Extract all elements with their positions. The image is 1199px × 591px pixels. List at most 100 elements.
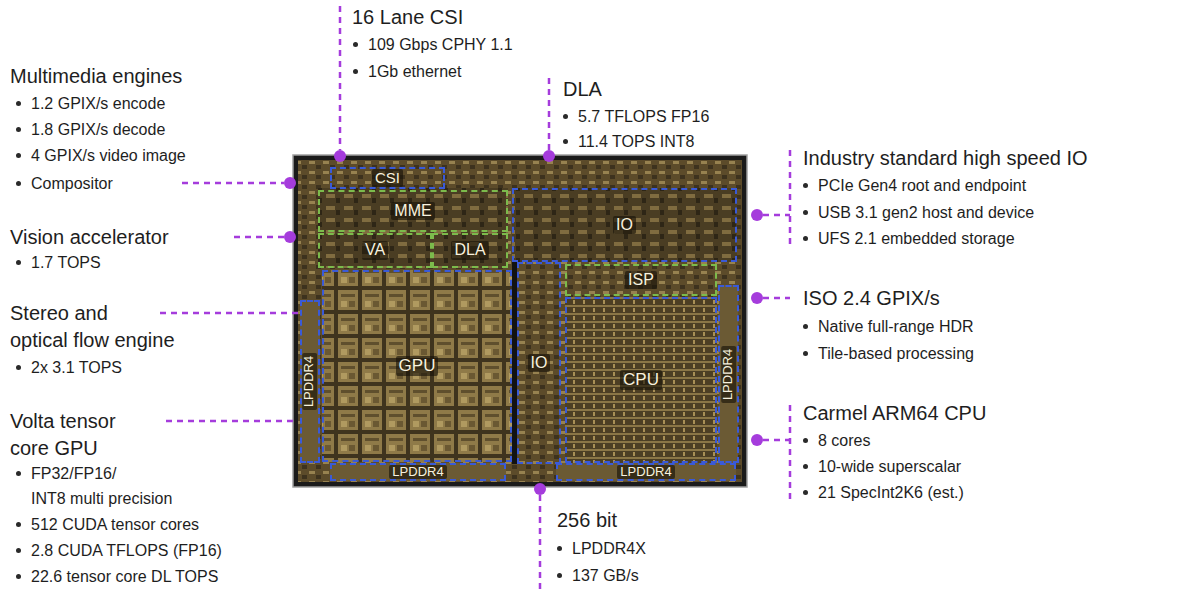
memory-phy (300, 300, 320, 463)
region-label: MME (391, 202, 434, 220)
bullet-dot (353, 69, 358, 74)
gpu-array (322, 270, 512, 462)
die-region: DLA (432, 233, 508, 268)
region-label: CPU (620, 370, 662, 390)
die-region: MME (318, 190, 508, 232)
bullet-dot (803, 351, 808, 356)
region-label: ISP (625, 271, 657, 289)
leader-line (763, 297, 790, 300)
region-label: LPDDR4 (303, 353, 318, 410)
bullet-text: LPDDR4X (572, 536, 646, 561)
bullet-text: FP32/FP16/ INT8 multi precision (31, 461, 172, 511)
die-region: LPDDR4 (556, 463, 736, 482)
callout-heading: Carmel ARM64 CPU (803, 400, 986, 427)
leader-lines (160, 6, 790, 591)
leader-line (160, 312, 298, 315)
bullet-text: 21 SpecInt2K6 (est.) (818, 480, 964, 505)
bullet-text: 1.7 TOPS (31, 250, 101, 275)
memory-phy (719, 285, 738, 463)
bullet-text: 2x 3.1 TOPS (31, 355, 122, 380)
region-label: LPDDR4 (389, 465, 446, 480)
region-label: LPDDR4 (617, 465, 674, 480)
bullet-dot (557, 573, 562, 578)
bullet-text: PCIe Gen4 root and endpoint (818, 173, 1026, 198)
die-frame (293, 155, 747, 487)
callout-heading: Stereo and optical flow engine (10, 300, 175, 354)
leader-dot (284, 177, 296, 189)
callout-heading: ISO 2.4 GPIX/s (803, 285, 940, 312)
bullet-dot (803, 324, 808, 329)
bullet-dot (16, 522, 21, 527)
bullet-dot (803, 236, 808, 241)
bullet-dot (16, 548, 21, 553)
leader-dots (284, 150, 763, 495)
bullet-text: Compositor (31, 171, 113, 196)
callout-heading: Volta tensor core GPU (10, 408, 116, 462)
callout-heading: 16 Lane CSI (352, 4, 463, 31)
bullet-dot (803, 490, 808, 495)
bullet-text: 22.6 tensor core DL TOPS (31, 564, 218, 589)
bullet-dot (803, 438, 808, 443)
leader-line (539, 495, 542, 591)
bullet-text: Tile-based processing (818, 341, 974, 366)
leader-line (548, 78, 551, 150)
die-region: LPDDR4 (300, 300, 321, 463)
bullet-text: UFS 2.1 embedded storage (818, 226, 1015, 251)
bullet-dot (563, 114, 568, 119)
die-region: ISP (565, 264, 717, 296)
callout-heading: DLA (563, 76, 602, 103)
bullet-dot (16, 127, 21, 132)
die-region: GPU (322, 270, 512, 462)
leader-dot (534, 483, 546, 495)
bullet-dot (16, 101, 21, 106)
leader-dot (751, 209, 763, 221)
leader-dot (543, 150, 555, 162)
bullet-text: 5.7 TFLOPS FP16 (578, 104, 709, 129)
bullet-text: 1.8 GPIX/s decode (31, 117, 165, 142)
callout-heading: Vision accelerator (10, 224, 169, 251)
region-label: CSI (372, 169, 403, 186)
die-region: VA (318, 233, 432, 268)
bullet-text: 137 GB/s (572, 563, 639, 588)
memory-phy (556, 463, 736, 481)
bullet-dot (16, 260, 21, 265)
region-label: IO (613, 216, 636, 234)
bullet-text: 109 Gbps CPHY 1.1 (368, 32, 513, 57)
die-region: CSI (330, 167, 445, 189)
bullet-dot (16, 574, 21, 579)
leader-dot (284, 231, 296, 243)
bullet-dot (16, 181, 21, 186)
bullet-text: 4 GPIX/s video image (31, 143, 186, 168)
region-label: IO (528, 354, 551, 372)
leader-dot (751, 292, 763, 304)
die-region: IO (517, 262, 561, 464)
die-region: IO (512, 188, 737, 262)
leader-line (234, 236, 284, 239)
bullet-dot (16, 471, 21, 476)
callout-heading: Industry standard high speed IO (803, 145, 1088, 172)
bullet-dot (803, 210, 808, 215)
die-region: LPDDR4 (718, 285, 739, 463)
leader-line (339, 6, 342, 150)
bullet-text: USB 3.1 gen2 host and device (818, 200, 1034, 225)
die-region: LPDDR4 (330, 463, 506, 482)
bullet-text: 10-wide superscalar (818, 454, 961, 479)
leader-line (763, 439, 790, 442)
bullet-dot (353, 42, 358, 47)
die-region: CPU (565, 297, 717, 463)
leader-line (182, 182, 284, 185)
io-block (512, 188, 737, 262)
leader-dot (751, 434, 763, 446)
leader-line (166, 420, 298, 423)
bullet-text: 512 CUDA tensor cores (31, 512, 199, 537)
region-label: LPDDR4 (721, 345, 736, 402)
callout-heading: Multimedia engines (10, 63, 182, 90)
leader-line (763, 214, 790, 217)
multimedia-block (318, 188, 508, 268)
bullet-dot (563, 139, 568, 144)
die-surface (298, 160, 742, 482)
bullet-dot (16, 365, 21, 370)
cpu-array (565, 297, 717, 463)
